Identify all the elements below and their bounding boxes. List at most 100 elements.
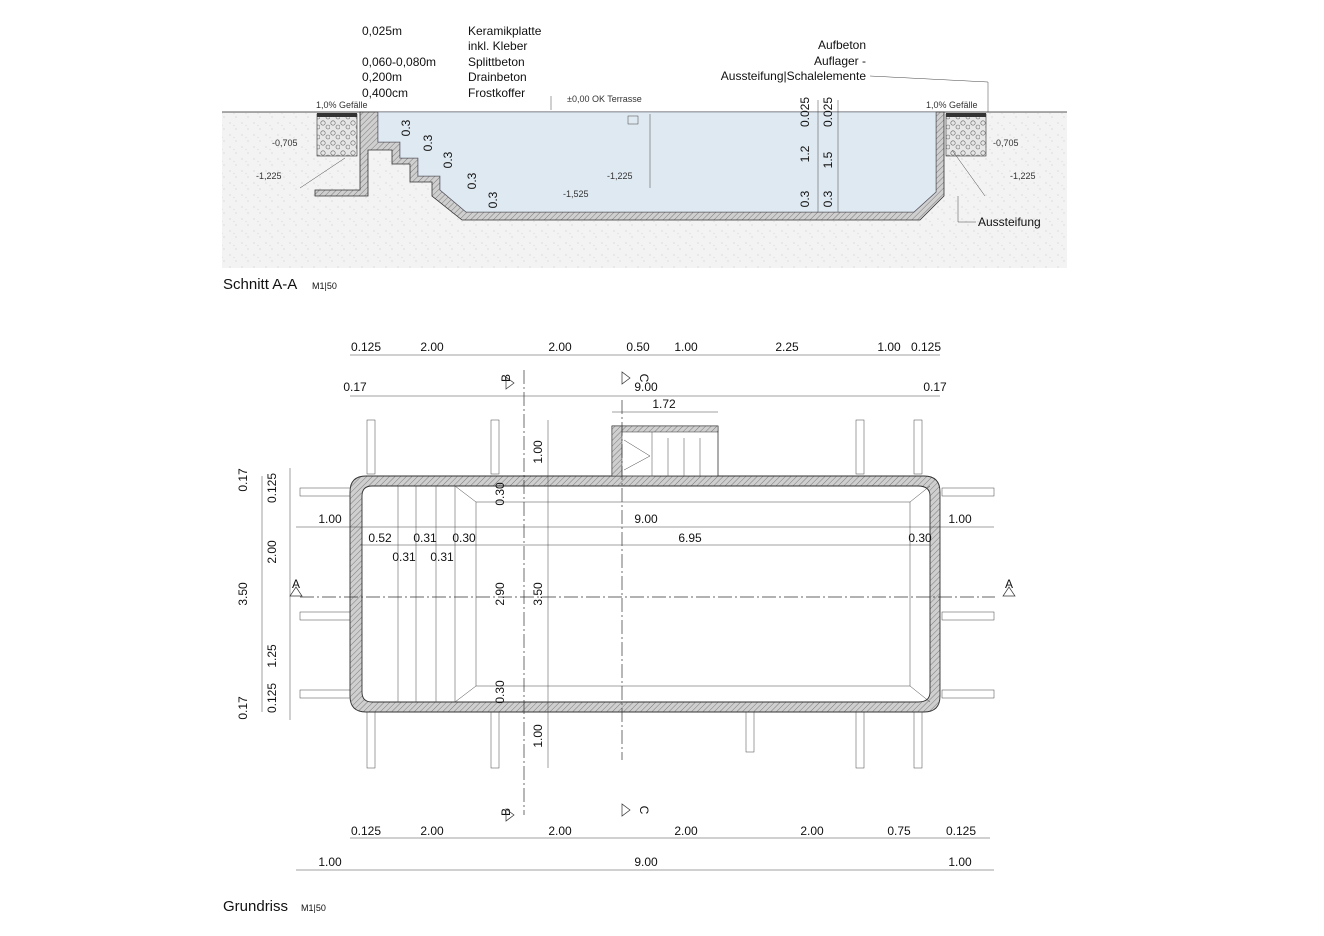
svg-text:0.30: 0.30 (493, 680, 507, 704)
coping-right (946, 113, 986, 117)
svg-text:1.00: 1.00 (531, 724, 545, 748)
section-scale: M1|50 (312, 281, 337, 291)
layer-thickness-1: 0,025m (362, 24, 402, 38)
svg-text:0.125: 0.125 (351, 824, 381, 838)
level-bottom-1525: -1,525 (563, 189, 589, 199)
gravel-right (945, 113, 987, 157)
mark-c-top: C (637, 374, 651, 383)
svg-text:1.00: 1.00 (877, 340, 901, 354)
svg-text:0.30: 0.30 (452, 531, 476, 545)
svg-text:0.125: 0.125 (351, 340, 381, 354)
level-right-705: -0,705 (993, 138, 1019, 148)
layer-material-2: inkl. Kleber (468, 39, 527, 53)
dim-row-top-1: 0.125 2.00 2.00 0.50 1.00 2.25 1.00 0.12… (350, 340, 941, 356)
svg-text:1.00: 1.00 (948, 512, 972, 526)
dim-mid-vertical: 1.00 0.30 2.90 3.50 0.30 1.00 (493, 420, 549, 768)
svg-text:2.25: 2.25 (775, 340, 799, 354)
callout-auflager: Auflager - (814, 54, 866, 68)
vdim-12: 1.2 (798, 145, 812, 162)
svg-text:0.75: 0.75 (887, 824, 911, 838)
layer-material-5: Frostkoffer (468, 86, 525, 100)
svg-text:1.00: 1.00 (674, 340, 698, 354)
callout-leader (869, 75, 989, 112)
svg-text:6.95: 6.95 (678, 531, 702, 545)
step-dim-4: 0.3 (465, 172, 479, 189)
floor-plan: A A B B C C 0.125 2.00 2.00 0.50 1.00 2.… (223, 340, 1016, 915)
layer-thickness-4: 0,400cm (362, 86, 408, 100)
section-caption: Schnitt A-A (223, 276, 297, 293)
svg-text:9.00: 9.00 (634, 512, 658, 526)
water-fill (377, 111, 937, 213)
gravel-left (316, 113, 358, 157)
layer-material-3: Splittbeton (468, 55, 525, 69)
vdim-0025-b: 0.025 (821, 97, 835, 127)
vdim-03-b: 0.3 (821, 190, 835, 207)
level-left-705: -0,705 (272, 138, 298, 148)
svg-text:0.52: 0.52 (368, 531, 392, 545)
svg-text:0.17: 0.17 (343, 380, 367, 394)
level-right-1225: -1,225 (1010, 171, 1036, 181)
floor-chamfer-top (454, 485, 931, 503)
step-dim-3: 0.3 (441, 151, 455, 168)
plan-scale: M1|50 (301, 903, 326, 913)
vdim-03: 0.3 (798, 190, 812, 207)
svg-text:9.00: 9.00 (634, 380, 658, 394)
layer-material-1: Keramikplatte (468, 24, 542, 38)
svg-text:1.25: 1.25 (265, 644, 279, 668)
svg-text:0.31: 0.31 (392, 550, 416, 564)
svg-text:0.125: 0.125 (911, 340, 941, 354)
svg-text:0.50: 0.50 (626, 340, 650, 354)
svg-text:2.00: 2.00 (420, 340, 444, 354)
floor-chamfer-bottom (454, 685, 931, 703)
level-mid-1225: -1,225 (607, 171, 633, 181)
dim-inner: 1.00 9.00 1.00 0.52 0.31 0.30 6.95 0.30 … (296, 512, 994, 564)
dim-row-top-2: 0.17 9.00 0.17 1.72 (343, 380, 947, 413)
svg-text:3.50: 3.50 (236, 582, 250, 606)
slope-right: 1,0% Gefälle (926, 100, 978, 110)
callout-aussteifung-schal: Aussteifung|Schalelemente (721, 69, 867, 83)
coping-left (317, 113, 357, 117)
layer-thickness-3: 0,200m (362, 70, 402, 84)
step-dim-1: 0.3 (399, 119, 413, 136)
callout-aufbeton: Aufbeton (818, 38, 866, 52)
aussteifung-label: Aussteifung (978, 215, 1041, 229)
vdim-15: 1.5 (821, 151, 835, 168)
layer-thickness-2: 0,060-0,080m (362, 55, 436, 69)
ladder-top (627, 115, 639, 125)
svg-text:3.50: 3.50 (531, 582, 545, 606)
svg-text:2.00: 2.00 (548, 340, 572, 354)
skimmer-box (611, 425, 719, 477)
section-a-a: 0,025m 0,060-0,080m 0,200m 0,400cm Keram… (222, 24, 1067, 293)
svg-text:9.00: 9.00 (634, 855, 658, 869)
dim-row-bottom-2: 1.00 9.00 1.00 (296, 855, 994, 871)
layer-material-4: Drainbeton (468, 70, 527, 84)
step-dim-5: 0.3 (486, 191, 500, 208)
svg-text:2.00: 2.00 (548, 824, 572, 838)
svg-text:0.17: 0.17 (923, 380, 947, 394)
vdim-0025-a: 0.025 (798, 97, 812, 127)
svg-text:0.30: 0.30 (908, 531, 932, 545)
svg-text:1.00: 1.00 (948, 855, 972, 869)
svg-text:0.125: 0.125 (265, 473, 279, 503)
svg-text:0.17: 0.17 (236, 696, 250, 720)
svg-text:2.00: 2.00 (674, 824, 698, 838)
svg-text:0.31: 0.31 (430, 550, 454, 564)
svg-text:1.00: 1.00 (318, 855, 342, 869)
svg-text:2.00: 2.00 (420, 824, 444, 838)
slope-left: 1,0% Gefälle (316, 100, 368, 110)
svg-text:0.31: 0.31 (413, 531, 437, 545)
svg-text:0.125: 0.125 (265, 683, 279, 713)
mark-a-right: A (1005, 577, 1013, 591)
svg-text:0.17: 0.17 (236, 468, 250, 492)
level-left-1225: -1,225 (256, 171, 282, 181)
dim-left: 0.17 0.125 2.00 3.50 1.25 0.125 0.17 (236, 468, 291, 720)
svg-text:2.90: 2.90 (493, 582, 507, 606)
brace-right (951, 149, 986, 197)
dim-row-bottom-1: 0.125 2.00 2.00 2.00 2.00 0.75 0.125 (350, 824, 990, 839)
plan-caption: Grundriss (223, 898, 288, 915)
skimmer-width: 1.72 (652, 397, 676, 411)
svg-text:0.125: 0.125 (946, 824, 976, 838)
svg-text:1.00: 1.00 (318, 512, 342, 526)
svg-text:2.00: 2.00 (800, 824, 824, 838)
